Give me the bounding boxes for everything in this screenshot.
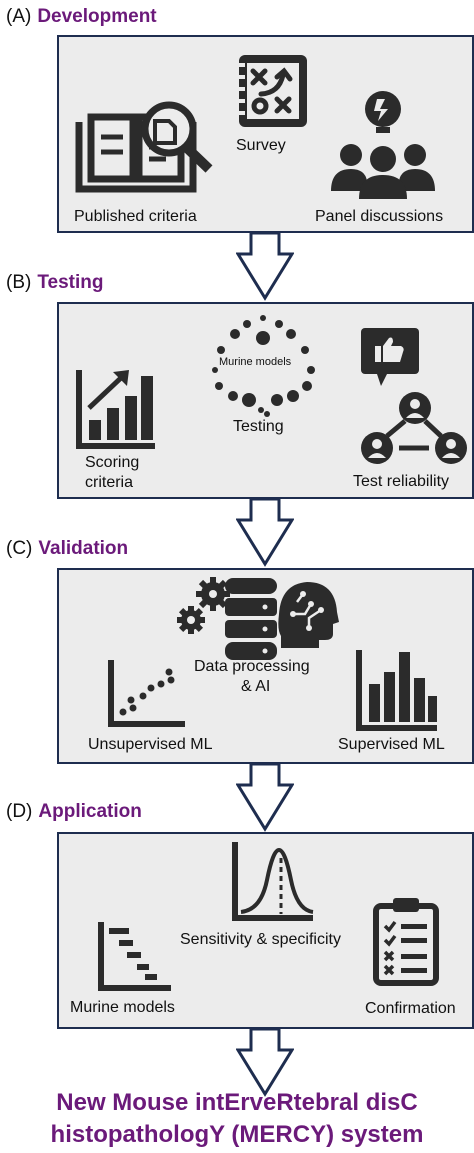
label-murine-models-small: Murine models [219,356,292,368]
label-testing: Testing [233,418,284,435]
label-scoring: Scoring [85,454,140,471]
label-confirmation: Confirmation [365,1000,456,1017]
section-header-validation: (C)Validation [6,538,128,560]
reliability-network-icon [361,328,467,464]
dot-ring-icon [212,315,315,417]
label-survey: Survey [236,137,286,154]
section-header-development: (A)Development [6,6,157,28]
system-title: New Mouse intErveRtebral disC histopatho… [0,1087,474,1151]
panel-application: Sensitivity & specificity Murine models … [57,832,474,1029]
section-letter: (D) [6,801,33,822]
bell-curve-icon [232,842,314,921]
survey-icon [233,55,307,127]
checklist-clipboard-icon [373,898,439,986]
scatter-plot-icon [108,660,185,727]
label-supervised-ml: Supervised ML [338,736,445,753]
section-title: Application [38,801,142,822]
book-magnifier-icon [75,101,213,193]
label-and-ai: & AI [241,678,271,695]
label-sensitivity-specificity: Sensitivity & specificity [180,931,341,948]
panel-testing: Scoring criteria Murine models Testing T… [57,302,474,499]
label-test-reliability: Test reliability [353,473,450,490]
flow-arrow-down-icon [236,1028,294,1097]
data-ai-icon [177,577,339,660]
panel-discussion-icon [331,91,435,199]
section-title: Testing [37,272,104,293]
flow-arrow-down-icon [236,232,294,301]
section-title: Validation [38,538,129,559]
system-title-line1: New Mouse intErveRtebral disC [56,1089,418,1116]
scoring-chart-icon [76,370,155,449]
label-panel-discussions: Panel discussions [315,208,444,225]
section-header-testing: (B)Testing [6,272,103,294]
flow-arrow-down-icon [236,763,294,832]
section-title: Development [37,6,157,27]
section-header-application: (D)Application [6,801,142,823]
panel-validation: Data processing & AI Unsupervised ML Sup… [57,568,474,764]
panel-development: Published criteria Survey Panel discussi… [57,35,474,233]
label-criteria: criteria [85,474,134,491]
label-unsupervised-ml: Unsupervised ML [88,736,213,753]
section-letter: (A) [6,6,32,27]
system-title-line2: histopathologY (MERCY) system [50,1121,424,1148]
label-murine-models: Murine models [70,999,175,1016]
murine-models-chart-icon [98,922,171,991]
bar-chart-icon [356,650,437,731]
label-published-criteria: Published criteria [74,208,197,225]
flow-arrow-down-icon [236,498,294,567]
section-letter: (C) [6,538,33,559]
section-letter: (B) [6,272,32,293]
label-data-processing: Data processing [194,658,310,675]
